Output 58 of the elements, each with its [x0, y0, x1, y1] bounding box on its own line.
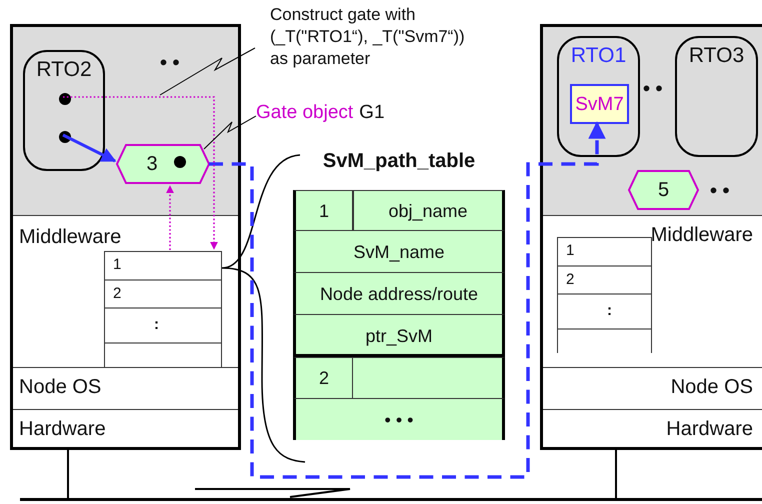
path-table [293, 150, 505, 440]
object-box [675, 36, 758, 157]
table-cell: SvM_name [293, 230, 505, 272]
layer-name: Node OS [19, 376, 102, 399]
annotation-text: Construct gate with (_T("RTO1“), _T("Svm7“)) as parameter [270, 4, 466, 70]
annotation-text: Gate object [256, 102, 354, 123]
ellipsis-mark: : [154, 316, 159, 334]
table-cell: • • • [293, 398, 505, 440]
ellipsis-mark: • • [643, 78, 663, 101]
arrow [166, 185, 174, 250]
table-cell: ptr_SvM [293, 314, 505, 357]
layer-band [13, 367, 238, 409]
gate-hexagon [116, 144, 210, 184]
row-number: 1 [113, 256, 122, 274]
computer-node-frame [540, 24, 762, 450]
computer-node-frame [10, 24, 241, 450]
object-box [23, 50, 105, 171]
arrow [209, 121, 606, 479]
table-cell: obj_name [353, 190, 505, 230]
ellipsis-mark: : [607, 302, 612, 320]
layer-name: Hardware [666, 418, 753, 441]
layer-band [543, 215, 762, 367]
network-link [615, 450, 617, 498]
row-number: 2 [113, 285, 122, 302]
arrow [62, 134, 116, 162]
network-link [67, 450, 69, 498]
layer-name: Middleware [19, 226, 122, 249]
layer-band [13, 409, 238, 447]
layer-name: Middleware [650, 224, 753, 247]
gate-number: 5 [656, 179, 670, 202]
object-name: RTO2 [35, 58, 93, 82]
layer-name: Node OS [670, 376, 753, 399]
table-cell: 2 [293, 357, 353, 398]
gate-id: G1 [359, 102, 385, 123]
object-box [557, 36, 640, 157]
layer-band [543, 409, 762, 447]
service-module-box [570, 84, 629, 124]
layer-band [13, 215, 238, 367]
layer-band [543, 367, 762, 409]
layer-name: Hardware [19, 418, 106, 441]
mapping-table [104, 251, 222, 367]
module-name: SvM7 [574, 94, 625, 116]
gate-hexagon [628, 170, 699, 210]
arrow [63, 96, 218, 250]
row-number: 1 [566, 242, 574, 260]
table-title: SvM_path_table [322, 150, 476, 173]
table-cell: 1 [293, 190, 353, 230]
ellipsis-mark: • • [160, 52, 180, 75]
leader-line [204, 116, 256, 150]
ellipsis-mark: • • [710, 180, 730, 203]
object-name: RTO3 [688, 44, 746, 68]
row-number: 2 [566, 271, 574, 288]
network-bus [20, 498, 762, 501]
mapping-table [557, 237, 652, 353]
object-name: RTO1 [570, 44, 628, 68]
table-cell: Node address/route [293, 272, 505, 314]
leader-line [160, 48, 256, 96]
gate-number: 3 [145, 153, 159, 176]
